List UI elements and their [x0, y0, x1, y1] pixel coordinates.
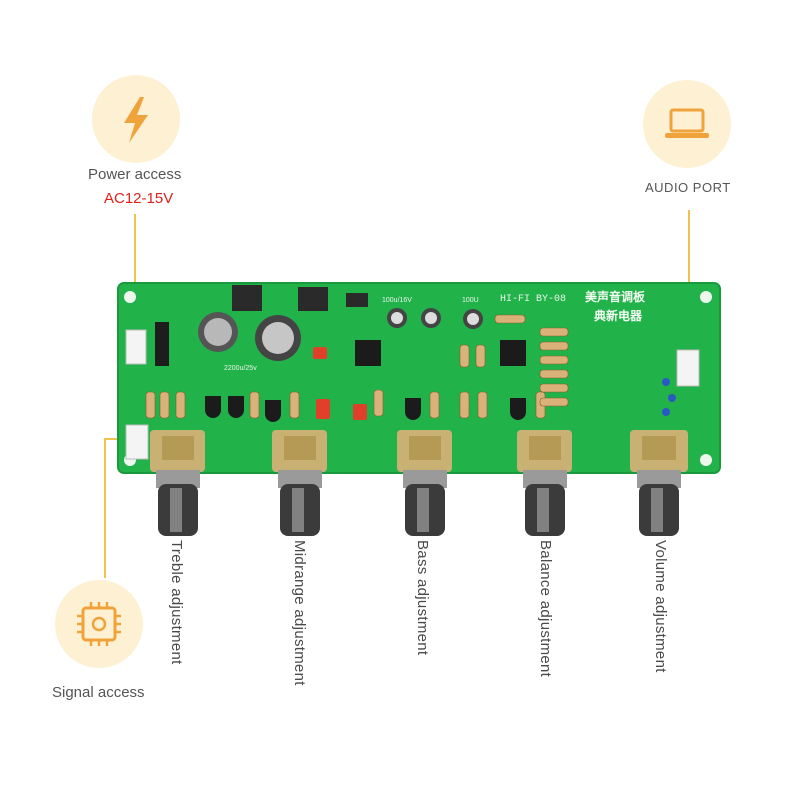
knob-balance: [517, 430, 572, 536]
signal-access-badge: [55, 580, 143, 668]
balance-adjustment-label: Balance adjustment: [537, 540, 554, 678]
power-access-badge: [92, 75, 180, 163]
signal-leader-line: [104, 438, 106, 578]
signal-connector: [125, 424, 149, 460]
knob-bass: [397, 430, 452, 536]
midrange-adjustment-label: Midrange adjustment: [291, 540, 308, 686]
knob-volume: [630, 430, 688, 536]
power-access-spec: AC12-15V: [104, 190, 174, 207]
power-access-title: Power access: [88, 166, 182, 183]
chip-icon: [77, 602, 121, 646]
lightning-bolt-icon: [124, 97, 148, 143]
silk-cn-line1: 美声音调板: [585, 289, 646, 304]
bass-adjustment-label: Bass adjustment: [414, 540, 431, 656]
laptop-icon: [665, 108, 709, 138]
signal-leader-tick: [104, 438, 126, 440]
treble-adjustment-label: Treble adjustment: [168, 540, 185, 665]
knob-midrange: [272, 430, 327, 536]
silk-cap3: 100U: [462, 297, 479, 304]
knob-treble: [150, 430, 205, 536]
volume-adjustment-label: Volume adjustment: [652, 540, 669, 673]
silk-cap2: 100u/16V: [382, 297, 412, 304]
silk-title: HI-FI BY-08: [500, 294, 566, 305]
signal-access-title: Signal access: [52, 684, 145, 701]
power-leader-line: [134, 214, 136, 324]
audio-connector: [676, 349, 700, 387]
audio-port-title: AUDIO PORT: [645, 180, 731, 195]
silk-cn-line2: 典新电器: [594, 308, 643, 323]
silk-cap1: 2200u/25v: [224, 365, 257, 372]
audio-port-badge: [643, 80, 731, 168]
power-connector: [125, 329, 147, 365]
